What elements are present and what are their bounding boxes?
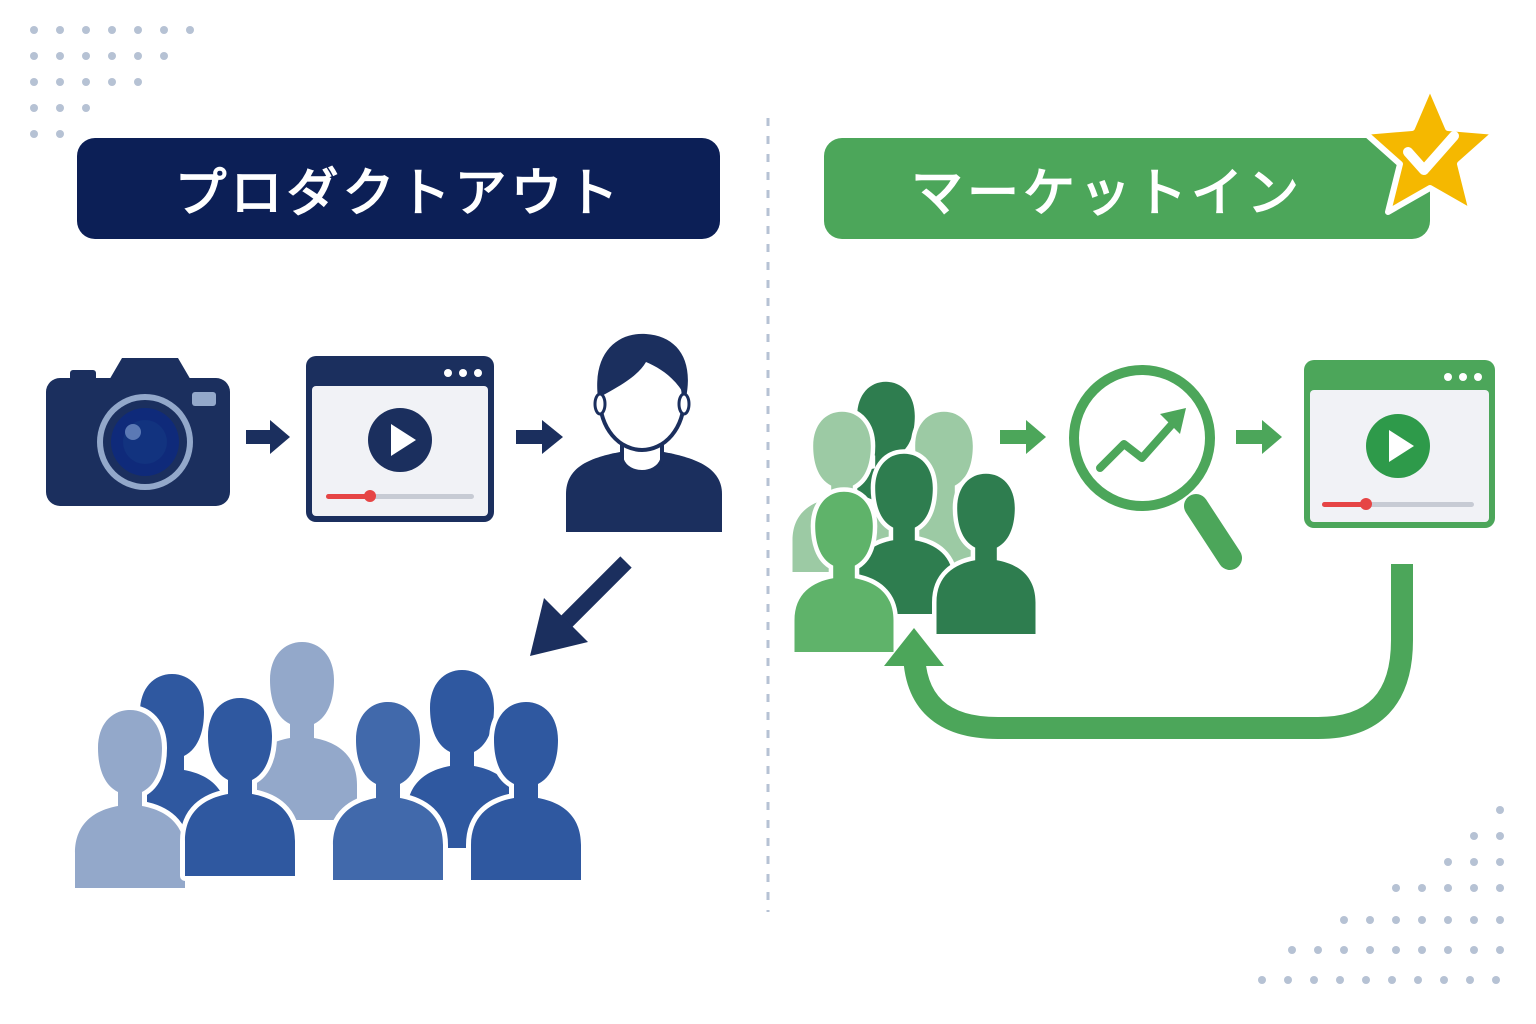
- magnifier-chart-icon: [1069, 365, 1242, 570]
- product-out-title: プロダクトアウト: [77, 138, 720, 239]
- video-player-icon: [1304, 360, 1495, 528]
- arrow-right-icon: [1000, 420, 1046, 454]
- arrow-right-icon: [516, 420, 563, 454]
- arrow-right-icon: [246, 420, 290, 454]
- arrow-right-icon: [1236, 420, 1282, 454]
- people-crowd-icon: [75, 642, 581, 888]
- market-in-title: マーケットイン: [824, 138, 1430, 239]
- camera-icon: [46, 358, 230, 506]
- arrow-down-left-icon: [530, 556, 632, 656]
- video-player-icon: [306, 356, 494, 522]
- decorative-dots-top-left: [30, 26, 194, 138]
- people-group-icon: [793, 381, 1036, 652]
- person-icon: [566, 333, 722, 532]
- feedback-loop-arrow: [884, 564, 1413, 739]
- decorative-dots-bottom-right: [1258, 806, 1504, 984]
- star-check-icon: [1361, 83, 1499, 215]
